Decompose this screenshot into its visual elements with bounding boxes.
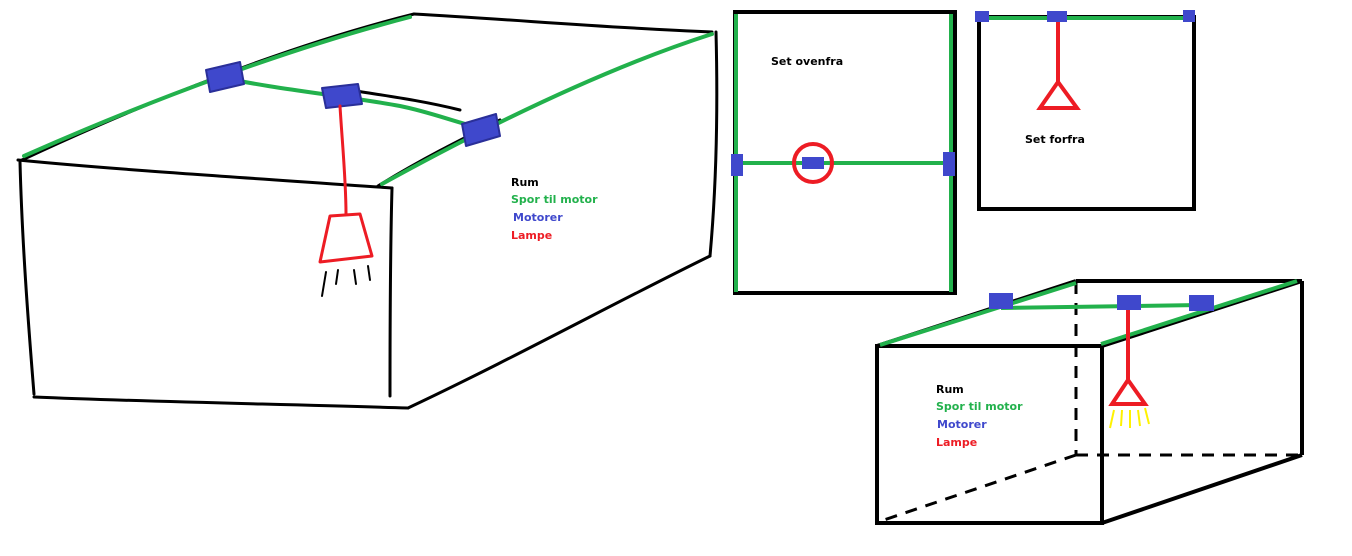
top-view-lamp-marker	[792, 142, 834, 184]
sketch-light-rays	[321, 265, 371, 297]
box-legend-track: Spor til motor	[936, 400, 1023, 413]
sketch-motor-3	[461, 113, 501, 147]
front-view-room	[977, 15, 1196, 211]
top-view-room	[733, 10, 957, 295]
front-view-title: Set forfra	[1025, 133, 1085, 146]
box-legend-room: Rum	[936, 383, 964, 396]
sketch-tracks	[22, 15, 714, 186]
front-view-lamp-shade	[1036, 78, 1081, 110]
box-legend-lamp: Lampe	[936, 436, 978, 449]
sketch-lamp	[318, 104, 374, 264]
box-view	[875, 279, 1304, 525]
sketch-legend-track: Spor til motor	[511, 193, 598, 206]
sketch-motor-2	[321, 83, 363, 109]
top-view-motor-right	[943, 152, 955, 176]
box-view-motor-center	[1117, 295, 1141, 310]
front-view	[975, 10, 1196, 211]
box-view-motor-right	[1189, 295, 1214, 311]
front-view-motor-left	[975, 11, 989, 22]
box-view-hidden-edges	[877, 282, 1302, 524]
box-view-light-rays	[1109, 407, 1150, 429]
box-view-motor-left	[989, 293, 1013, 309]
sketch-motors	[205, 61, 501, 147]
top-view-motor-left	[731, 154, 743, 176]
top-view-motor-center	[802, 157, 824, 169]
front-view-motor-center	[1047, 11, 1067, 22]
sketch-legend-motors: Motorer	[513, 211, 563, 224]
sketch-room	[16, 12, 719, 410]
front-view-motor-right	[1183, 10, 1195, 22]
top-view-title: Set ovenfra	[771, 55, 844, 68]
sketch-motor-1	[205, 61, 245, 93]
box-legend-motors: Motorer	[937, 418, 987, 431]
box-view-lamp-shade	[1108, 376, 1149, 406]
sketch-legend-room: Rum	[511, 176, 539, 189]
sketch-legend-lamp: Lampe	[511, 229, 553, 242]
box-view-motors	[989, 293, 1214, 311]
top-view	[731, 10, 957, 295]
box-view-tracks	[879, 279, 1298, 347]
